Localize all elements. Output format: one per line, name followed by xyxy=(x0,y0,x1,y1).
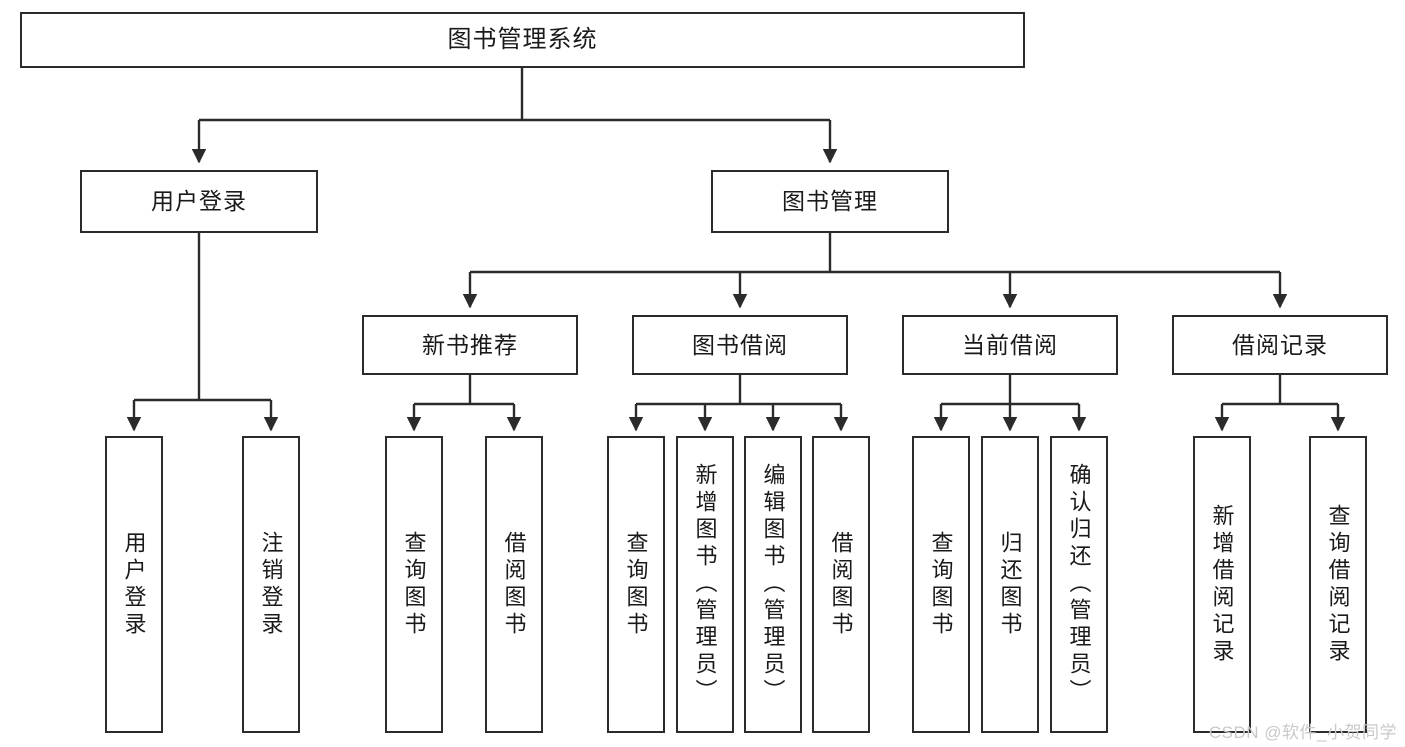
leaf-node-return-book[interactable]: 归还图书 xyxy=(981,436,1039,733)
node-label: 借阅图书 xyxy=(829,530,853,639)
node-borrow-record[interactable]: 借阅记录 xyxy=(1172,315,1388,375)
node-label: 用户登录 xyxy=(151,188,247,215)
node-label: 编辑图书（管理员） xyxy=(761,463,785,706)
leaf-node-query-book-current[interactable]: 查询图书 xyxy=(912,436,970,733)
leaf-node-query-borrow-record[interactable]: 查询借阅记录 xyxy=(1309,436,1367,733)
node-label: 注销登录 xyxy=(259,530,283,639)
node-label: 确认归还（管理员） xyxy=(1067,463,1091,706)
node-label: 当前借阅 xyxy=(962,331,1058,358)
node-label: 图书管理 xyxy=(782,188,878,215)
node-book-management[interactable]: 图书管理 xyxy=(711,170,949,233)
leaf-node-confirm-return-admin[interactable]: 确认归还（管理员） xyxy=(1050,436,1108,733)
node-label: 新书推荐 xyxy=(422,331,518,358)
node-label: 新增图书（管理员） xyxy=(693,463,717,706)
node-label: 新增借阅记录 xyxy=(1210,503,1234,666)
node-current-borrow[interactable]: 当前借阅 xyxy=(902,315,1118,375)
leaf-node-logout-login[interactable]: 注销登录 xyxy=(242,436,300,733)
node-book-borrow[interactable]: 图书借阅 xyxy=(632,315,848,375)
leaf-node-borrow-book-recommend[interactable]: 借阅图书 xyxy=(485,436,543,733)
node-label: 查询图书 xyxy=(402,530,426,639)
node-label: 查询借阅记录 xyxy=(1326,503,1350,666)
node-user-login[interactable]: 用户登录 xyxy=(80,170,318,233)
leaf-node-add-borrow-record[interactable]: 新增借阅记录 xyxy=(1193,436,1251,733)
leaf-node-user-login[interactable]: 用户登录 xyxy=(105,436,163,733)
node-root-book-management-system[interactable]: 图书管理系统 xyxy=(20,12,1025,68)
node-label: 借阅图书 xyxy=(502,530,526,639)
node-label: 图书借阅 xyxy=(692,331,788,358)
leaf-node-query-book-recommend[interactable]: 查询图书 xyxy=(385,436,443,733)
leaf-node-add-book-admin[interactable]: 新增图书（管理员） xyxy=(676,436,734,733)
leaf-node-borrow-book[interactable]: 借阅图书 xyxy=(812,436,870,733)
leaf-node-query-book-borrow[interactable]: 查询图书 xyxy=(607,436,665,733)
node-label: 查询图书 xyxy=(929,530,953,639)
leaf-node-edit-book-admin[interactable]: 编辑图书（管理员） xyxy=(744,436,802,733)
node-label: 归还图书 xyxy=(998,530,1022,639)
csdn-watermark: CSDN @软件_小贺同学 xyxy=(1208,723,1397,742)
node-new-book-recommend[interactable]: 新书推荐 xyxy=(362,315,578,375)
node-label: 用户登录 xyxy=(122,530,146,639)
node-label: 图书管理系统 xyxy=(447,26,598,54)
node-label: 借阅记录 xyxy=(1232,331,1328,358)
node-label: 查询图书 xyxy=(624,530,648,639)
